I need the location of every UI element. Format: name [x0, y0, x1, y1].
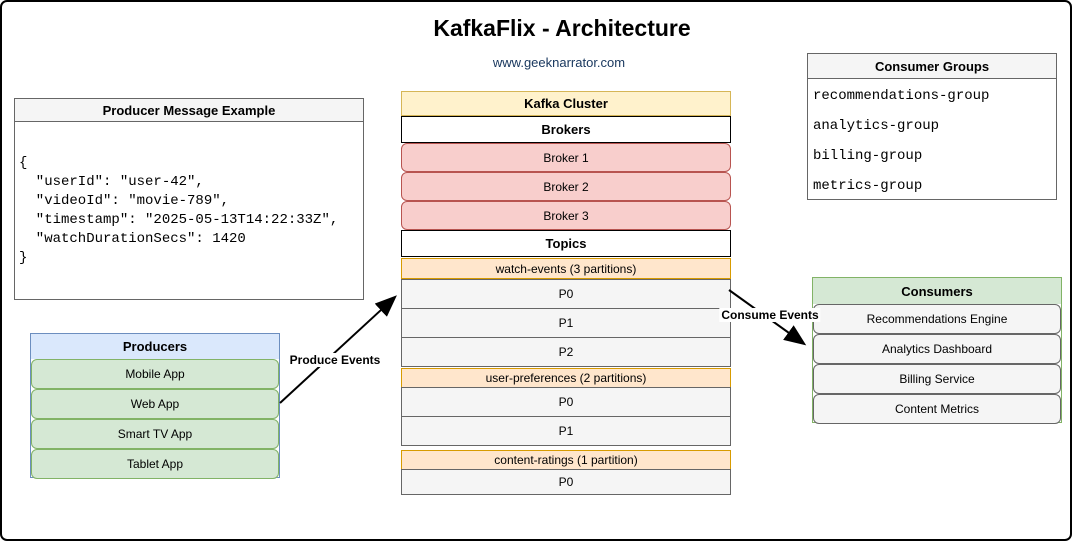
- consumer-groups-box: Consumer Groups recommendations-group an…: [807, 53, 1057, 200]
- watch-events-partition-p2: P2: [401, 337, 731, 367]
- consume-events-label: Consume Events: [719, 308, 821, 322]
- produce-events-label: Produce Events: [287, 353, 383, 367]
- consumer-recommendations-engine: Recommendations Engine: [813, 304, 1061, 334]
- producer-mobile-app: Mobile App: [31, 359, 279, 389]
- producer-web-app: Web App: [31, 389, 279, 419]
- producer-tablet-app: Tablet App: [31, 449, 279, 479]
- producer-message-json: { "userId": "user-42", "videoId": "movie…: [15, 122, 363, 300]
- watch-events-partition-p1: P1: [401, 308, 731, 338]
- consumer-group-analytics: analytics-group: [813, 118, 940, 134]
- json-line: "timestamp": "2025-05-13T14:22:33Z",: [19, 212, 339, 228]
- brokers-section-label: Brokers: [401, 116, 731, 143]
- consumers-box: Consumers Recommendations Engine Analyti…: [812, 277, 1062, 424]
- producer-message-example-box: Producer Message Example { "userId": "us…: [14, 98, 364, 300]
- json-line: "userId": "user-42",: [19, 174, 204, 190]
- diagram-subtitle-url: www.geeknarrator.com: [492, 55, 626, 70]
- broker-3: Broker 3: [401, 201, 731, 230]
- producer-smart-tv-app: Smart TV App: [31, 419, 279, 449]
- producer-message-example-title: Producer Message Example: [15, 99, 363, 122]
- kafka-cluster-title: Kafka Cluster: [401, 91, 731, 116]
- consumer-billing-service: Billing Service: [813, 364, 1061, 394]
- user-preferences-partition-p0: P0: [401, 387, 731, 417]
- json-line: {: [19, 155, 28, 171]
- diagram-title: KafkaFlix - Architecture: [433, 15, 691, 41]
- json-line: "watchDurationSecs": 1420: [19, 231, 246, 247]
- consumer-groups-title: Consumer Groups: [808, 54, 1056, 79]
- topic-watch-events-header: watch-events (3 partitions): [401, 258, 731, 279]
- kafka-cluster-box: Kafka Cluster Brokers Broker 1 Broker 2 …: [401, 91, 731, 497]
- user-preferences-partition-p1: P1: [401, 416, 731, 446]
- topic-content-ratings-header: content-ratings (1 partition): [401, 450, 731, 470]
- topics-section-label: Topics: [401, 230, 731, 257]
- producers-title: Producers: [31, 334, 279, 359]
- consumer-content-metrics: Content Metrics: [813, 394, 1061, 424]
- content-ratings-partition-p0: P0: [401, 469, 731, 495]
- topic-user-preferences-header: user-preferences (2 partitions): [401, 368, 731, 388]
- consumer-group-metrics: metrics-group: [813, 178, 923, 194]
- produce-events-arrow: [279, 295, 397, 404]
- json-line: "videoId": "movie-789",: [19, 193, 230, 209]
- consumer-group-billing: billing-group: [813, 148, 923, 164]
- producers-box: Producers Mobile App Web App Smart TV Ap…: [30, 333, 280, 479]
- broker-2: Broker 2: [401, 172, 731, 201]
- consumer-groups-list: recommendations-group analytics-group bi…: [808, 79, 1056, 201]
- consumer-group-recommendations: recommendations-group: [813, 88, 990, 104]
- consumer-analytics-dashboard: Analytics Dashboard: [813, 334, 1061, 364]
- watch-events-partition-p0: P0: [401, 279, 731, 309]
- json-line: }: [19, 250, 28, 266]
- consumers-title: Consumers: [813, 278, 1061, 304]
- broker-1: Broker 1: [401, 143, 731, 172]
